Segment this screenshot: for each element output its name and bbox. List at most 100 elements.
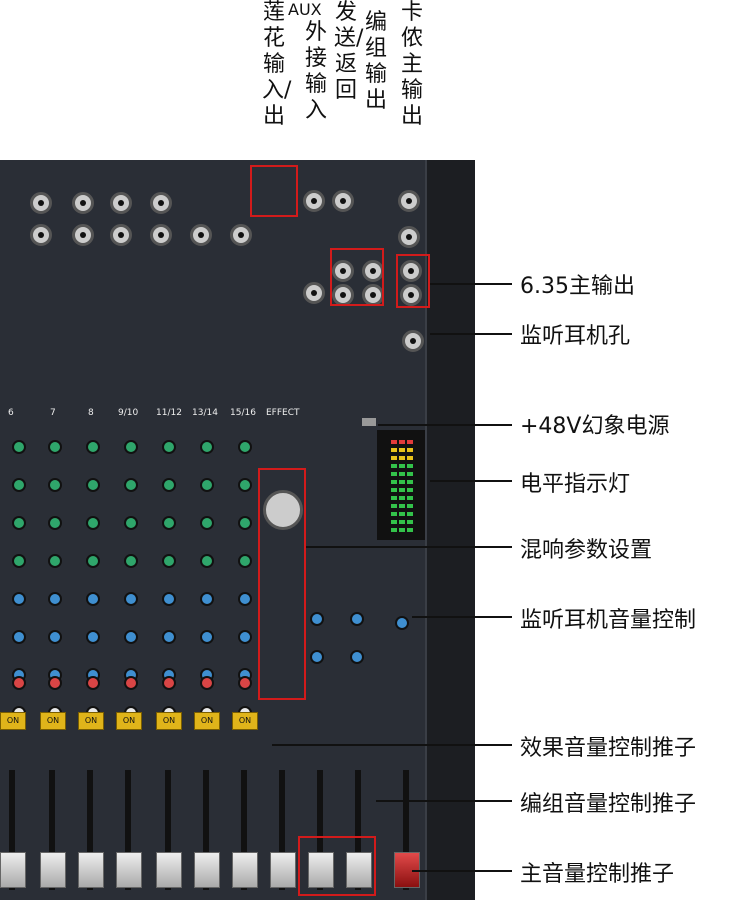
xlr-jack[interactable]: [150, 192, 172, 214]
channel-knob[interactable]: [48, 440, 62, 454]
channel-knob[interactable]: [238, 440, 252, 454]
channel-knob[interactable]: [12, 516, 26, 530]
xlr-main-out[interactable]: [398, 226, 420, 248]
channel-knob[interactable]: [48, 516, 62, 530]
channel-knob[interactable]: [238, 554, 252, 568]
on-button[interactable]: ON: [78, 712, 104, 730]
channel-knob[interactable]: [162, 592, 176, 606]
channel-knob[interactable]: [86, 554, 100, 568]
meter-led: [391, 496, 397, 500]
channel-knob[interactable]: [124, 516, 138, 530]
group-fader-cap[interactable]: [346, 852, 372, 888]
channel-knob[interactable]: [86, 440, 100, 454]
on-button[interactable]: ON: [116, 712, 142, 730]
channel-knob[interactable]: [48, 592, 62, 606]
return-knob[interactable]: [350, 612, 364, 626]
pan-knob[interactable]: [12, 676, 26, 690]
channel-knob[interactable]: [12, 554, 26, 568]
aux-input-jack[interactable]: [303, 282, 325, 304]
channel-knob[interactable]: [124, 440, 138, 454]
line-jack[interactable]: [110, 224, 132, 246]
channel-knob[interactable]: [12, 630, 26, 644]
channel-knob[interactable]: [86, 592, 100, 606]
channel-knob[interactable]: [48, 478, 62, 492]
effect-fader-cap[interactable]: [270, 852, 296, 888]
channel-knob[interactable]: [12, 440, 26, 454]
reverb-program-knob[interactable]: [263, 490, 303, 530]
channel-knob[interactable]: [238, 478, 252, 492]
channel-knob[interactable]: [124, 630, 138, 644]
line-jack[interactable]: [230, 224, 252, 246]
channel-fader-cap[interactable]: [78, 852, 104, 888]
channel-knob[interactable]: [12, 592, 26, 606]
channel-knob[interactable]: [124, 592, 138, 606]
on-button[interactable]: ON: [194, 712, 220, 730]
on-button[interactable]: ON: [156, 712, 182, 730]
return-knob[interactable]: [350, 650, 364, 664]
on-button[interactable]: ON: [40, 712, 66, 730]
effect-send-jack[interactable]: [332, 190, 354, 212]
channel-knob[interactable]: [124, 554, 138, 568]
line-jack[interactable]: [30, 224, 52, 246]
return-knob[interactable]: [395, 616, 409, 630]
meter-led: [399, 456, 405, 460]
group-out-jack[interactable]: [332, 260, 354, 282]
pan-knob[interactable]: [48, 676, 62, 690]
channel-fader-cap[interactable]: [232, 852, 258, 888]
channel-fader-cap[interactable]: [0, 852, 26, 888]
highlight-group-faders: [298, 836, 376, 896]
channel-knob[interactable]: [162, 554, 176, 568]
line-jack[interactable]: [190, 224, 212, 246]
pan-knob[interactable]: [124, 676, 138, 690]
channel-knob[interactable]: [200, 516, 214, 530]
channel-knob[interactable]: [162, 440, 176, 454]
pan-knob[interactable]: [200, 676, 214, 690]
channel-knob[interactable]: [200, 592, 214, 606]
channel-knob[interactable]: [86, 478, 100, 492]
main-out-635-jack[interactable]: [400, 284, 422, 306]
channel-fader-cap[interactable]: [40, 852, 66, 888]
channel-knob[interactable]: [12, 478, 26, 492]
channel-knob[interactable]: [162, 630, 176, 644]
phantom-switch[interactable]: [362, 418, 376, 426]
return-knob[interactable]: [310, 650, 324, 664]
pan-knob[interactable]: [238, 676, 252, 690]
channel-label: 13/14: [192, 408, 218, 418]
channel-knob[interactable]: [86, 630, 100, 644]
leader-line: [306, 546, 512, 548]
channel-fader-cap[interactable]: [194, 852, 220, 888]
channel-knob[interactable]: [86, 516, 100, 530]
pan-knob[interactable]: [162, 676, 176, 690]
channel-knob[interactable]: [200, 630, 214, 644]
channel-knob[interactable]: [200, 554, 214, 568]
line-jack[interactable]: [150, 224, 172, 246]
channel-knob[interactable]: [48, 630, 62, 644]
group-fader-cap[interactable]: [308, 852, 334, 888]
xlr-jack[interactable]: [110, 192, 132, 214]
main-out-635-jack[interactable]: [400, 260, 422, 282]
meter-led: [399, 528, 405, 532]
channel-knob[interactable]: [162, 516, 176, 530]
channel-knob[interactable]: [162, 478, 176, 492]
return-knob[interactable]: [310, 612, 324, 626]
channel-knob[interactable]: [48, 554, 62, 568]
pan-knob[interactable]: [86, 676, 100, 690]
xlr-jack[interactable]: [72, 192, 94, 214]
xlr-jack[interactable]: [30, 192, 52, 214]
channel-knob[interactable]: [200, 440, 214, 454]
callout-effect-fader: 效果音量控制推子: [520, 736, 697, 761]
channel-knob[interactable]: [238, 630, 252, 644]
channel-fader-cap[interactable]: [116, 852, 142, 888]
channel-fader-cap[interactable]: [156, 852, 182, 888]
aux-input-jack[interactable]: [303, 190, 325, 212]
channel-knob[interactable]: [124, 478, 138, 492]
on-button[interactable]: ON: [232, 712, 258, 730]
xlr-main-out[interactable]: [398, 190, 420, 212]
line-jack[interactable]: [72, 224, 94, 246]
headphone-jack[interactable]: [402, 330, 424, 352]
leader-line: [430, 333, 512, 335]
channel-knob[interactable]: [238, 592, 252, 606]
channel-knob[interactable]: [238, 516, 252, 530]
on-button[interactable]: ON: [0, 712, 26, 730]
channel-knob[interactable]: [200, 478, 214, 492]
